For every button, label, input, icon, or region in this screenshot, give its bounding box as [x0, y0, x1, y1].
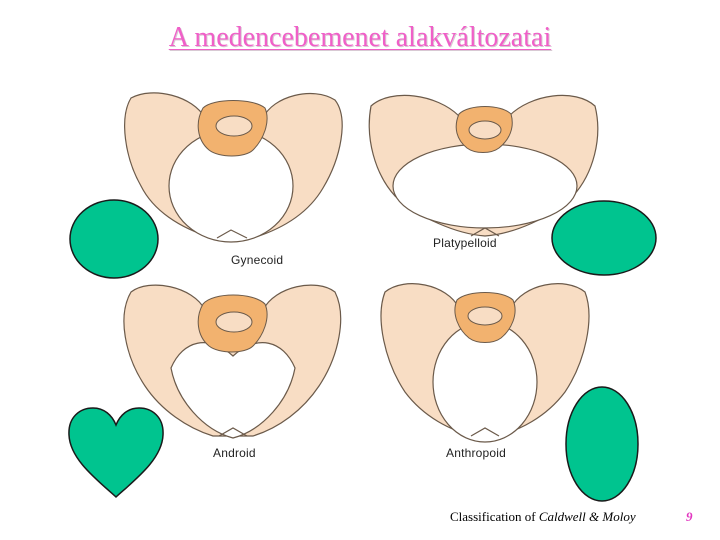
platypelloid-pelvis-drawing	[368, 94, 599, 237]
heart-inlet-shape	[68, 407, 164, 499]
gynecoid-pelvis-drawing	[124, 92, 343, 243]
credit-authors: Caldwell & Moloy	[538, 509, 636, 524]
round-inlet-shape	[69, 199, 159, 279]
credit-prefix: Classification of	[450, 509, 539, 524]
page-number: 9	[686, 509, 693, 524]
pelvis-illustration-panel: Gynecoid Platypelloid Android Anthropoid	[113, 78, 603, 462]
label-gynecoid: Gynecoid	[231, 253, 284, 267]
pelvis-illustrations	[123, 92, 599, 443]
oval-wide-inlet-shape	[551, 200, 657, 276]
android-pelvis-drawing	[123, 284, 342, 439]
label-platypelloid: Platypelloid	[433, 236, 497, 250]
anthropoid-pelvis-drawing	[380, 283, 590, 443]
label-android: Android	[213, 446, 256, 460]
classification-credit: Classification of Caldwell & Moloy	[450, 509, 636, 525]
label-anthropoid: Anthropoid	[446, 446, 507, 460]
oval-tall-inlet-shape	[565, 386, 639, 502]
slide-title: A medencebemenet alakváltozatai	[168, 22, 552, 53]
